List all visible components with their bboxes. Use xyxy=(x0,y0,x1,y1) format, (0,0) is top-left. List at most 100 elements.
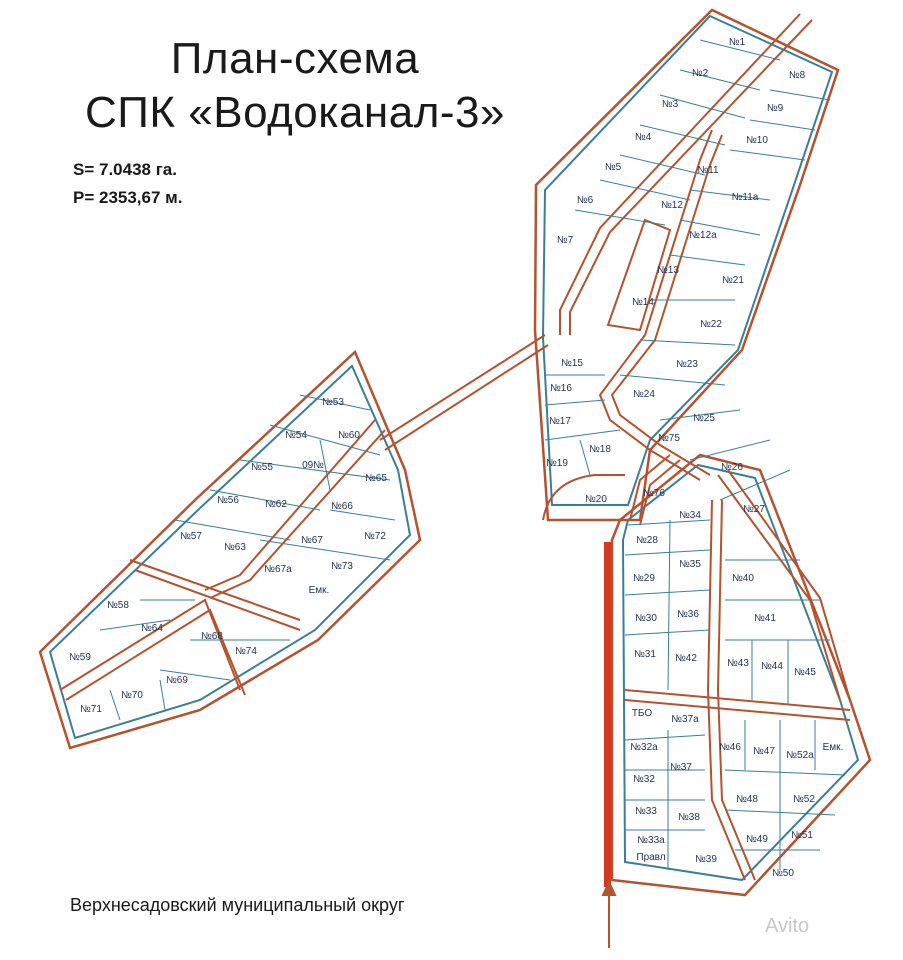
plot-label: №65 xyxy=(365,473,387,484)
road-cross-south-a xyxy=(624,689,851,711)
plot-label: №45 xyxy=(794,667,816,678)
plot-label: №26 xyxy=(721,462,743,473)
plot-label: №22 xyxy=(700,319,722,330)
plot-label: №16 xyxy=(550,383,572,394)
plot-label: №13 xyxy=(657,265,679,276)
plot-label: №60 xyxy=(338,430,360,441)
plot-label: ТБО xyxy=(632,708,653,719)
plot-label: №37 xyxy=(670,762,692,773)
plot-label: №25 xyxy=(693,413,715,424)
plot-label: №57 xyxy=(180,531,202,542)
road-south-a xyxy=(629,454,671,521)
plot-label: №49 xyxy=(746,834,768,845)
plot-label: №21 xyxy=(722,275,744,286)
plot-label: №72 xyxy=(364,531,386,542)
plot-label: №40 xyxy=(732,573,754,584)
plot-label: №27 xyxy=(743,504,765,515)
plot-label: №14 xyxy=(632,297,654,308)
plot-label: Правл xyxy=(636,852,665,863)
roads xyxy=(59,13,851,881)
road-main-diagonal-a xyxy=(559,13,801,335)
plot-label: №67а xyxy=(264,564,292,575)
plot-label: №51 xyxy=(791,830,813,841)
plot-label: №20 xyxy=(585,494,607,505)
inner-block-13-14 xyxy=(606,218,672,332)
plot-label: №43 xyxy=(727,658,749,669)
map-subtitle: СПК «Водоканал-3» xyxy=(85,88,505,137)
road-spine-b xyxy=(610,134,723,476)
inner-west-block xyxy=(48,364,412,740)
plot-label: №50 xyxy=(772,868,794,879)
plot-label: №41 xyxy=(754,613,776,624)
plot-dividers xyxy=(99,39,846,870)
plot-label: №58 xyxy=(107,600,129,611)
road-diag-south-b xyxy=(727,469,851,701)
plot-label: №44 xyxy=(761,661,783,672)
plot-label: №54 xyxy=(285,430,307,441)
main-access-road xyxy=(604,542,611,887)
plot-label: №12а xyxy=(689,230,717,241)
plot-label: №33а xyxy=(637,835,665,846)
plot-label: №30 xyxy=(635,613,657,624)
road-vertical-south-a xyxy=(706,499,746,881)
plot-label: №5 xyxy=(605,162,622,173)
municipality-caption: Верхнесадовский муниципальный округ xyxy=(70,895,405,915)
plot-label: №24 xyxy=(633,389,655,400)
plot-label: №29 xyxy=(633,573,655,584)
plot-label: Емк. xyxy=(823,742,844,753)
plot-label: №12 xyxy=(661,200,683,211)
inner-boundary xyxy=(48,14,860,882)
plot-label: №63 xyxy=(224,542,246,553)
plot-label: №39 xyxy=(695,854,717,865)
watermark: Avito xyxy=(765,915,810,937)
plot-label: №62 xyxy=(265,499,287,510)
plot-label: 09№ xyxy=(302,460,324,471)
plot-label: №55 xyxy=(251,462,273,473)
plot-label: №74 xyxy=(235,646,257,657)
plot-label: №35 xyxy=(679,559,701,570)
plot-label: №23 xyxy=(676,359,698,370)
plot-label: №3 xyxy=(662,99,679,110)
plot-label: №52 xyxy=(793,794,815,805)
plot-label: №32а xyxy=(630,742,658,753)
plot-labels: №1№2№3№4№5№6№7№8№9№10№11№11а№12№12а№13№1… xyxy=(69,37,843,879)
plot-label: №17 xyxy=(549,416,571,427)
inner-north-block xyxy=(541,14,834,506)
plot-label: №53 xyxy=(322,397,344,408)
plot-label: №73 xyxy=(331,561,353,572)
road-main-diagonal-b xyxy=(569,19,813,335)
plot-label: №46 xyxy=(719,742,741,753)
boundary-west-block xyxy=(38,349,422,750)
plot-label: №7 xyxy=(557,235,574,246)
road-south-b xyxy=(639,459,681,526)
plot-label: №38 xyxy=(678,812,700,823)
plot-label: №2 xyxy=(692,68,709,79)
plot-label: №19 xyxy=(546,458,568,469)
plot-label: №11 xyxy=(697,165,719,176)
plot-label: №34 xyxy=(679,510,701,521)
road-curve-20 xyxy=(542,474,625,521)
plot-label: №59 xyxy=(69,652,91,663)
road-west-a xyxy=(129,559,301,621)
entrance-arrow-icon xyxy=(601,879,617,948)
plot-label: №70 xyxy=(121,690,143,701)
plot-label: №37а xyxy=(671,714,699,725)
road-connector-a xyxy=(379,334,546,441)
plot-label: №32 xyxy=(633,774,655,785)
plot-label: №28 xyxy=(636,535,658,546)
plot-label: №68 xyxy=(201,631,223,642)
map-title: План-схема xyxy=(170,34,420,83)
road-west-b xyxy=(134,569,301,631)
plot-label: №76 xyxy=(643,488,665,499)
plot-label: №52а xyxy=(786,750,814,761)
road-west-low-a xyxy=(59,598,241,691)
plot-label: №9 xyxy=(767,103,784,114)
plot-label: №64 xyxy=(141,623,163,634)
plot-label: №66 xyxy=(331,501,353,512)
area-value: S= 7.0438 га. xyxy=(73,160,177,179)
plot-label: Емк. xyxy=(309,585,330,596)
plot-label: №42 xyxy=(675,653,697,664)
plot-label: №1 xyxy=(729,37,746,48)
inner-south-block xyxy=(621,463,860,882)
